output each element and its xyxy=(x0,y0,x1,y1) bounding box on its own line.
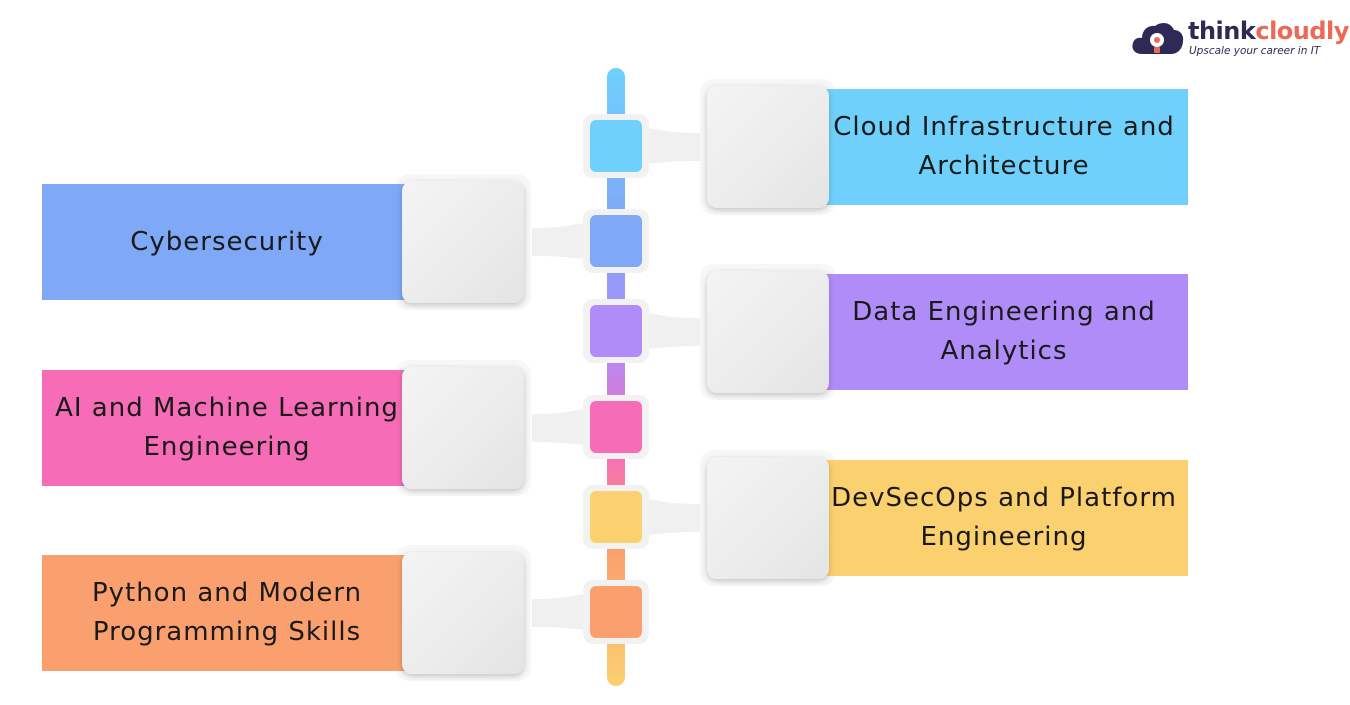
topic-label: DevSecOps and Platform Engineering xyxy=(831,483,1177,552)
brand-logo: thinkcloudly Upscale your career in IT xyxy=(1130,16,1349,60)
timeline-node-5 xyxy=(590,586,642,638)
topic-card-devsecops xyxy=(700,450,836,586)
topic-bar-python: Python and Modern Programming Skills xyxy=(42,555,412,671)
topic-card-cybersecurity xyxy=(395,174,531,310)
brand-tagline: Upscale your career in IT xyxy=(1189,45,1321,57)
timeline-node-3 xyxy=(590,401,642,453)
topic-card-ai xyxy=(395,360,531,496)
topic-card-python xyxy=(395,545,531,681)
topic-label: Cybersecurity xyxy=(130,226,324,257)
topic-bar-cybersecurity: Cybersecurity xyxy=(42,184,412,300)
topic-card-data xyxy=(700,264,836,400)
connector-1 xyxy=(532,223,592,259)
timeline-node-2 xyxy=(590,305,642,357)
connector-2 xyxy=(640,313,700,349)
topic-bar-data: Data Engineering and Analytics xyxy=(820,274,1188,390)
timeline-node-4 xyxy=(590,491,642,543)
connector-4 xyxy=(640,499,700,535)
connector-group xyxy=(532,128,700,630)
connector-5 xyxy=(532,594,592,630)
topic-label: Cloud Infrastructure and Architecture xyxy=(833,112,1175,181)
node-group xyxy=(583,114,649,644)
topic-bar-devsecops: DevSecOps and Platform Engineering xyxy=(820,460,1188,576)
timeline-node-1 xyxy=(590,215,642,267)
topic-bar-cloud: Cloud Infrastructure and Architecture xyxy=(820,89,1188,205)
topic-label: Data Engineering and Analytics xyxy=(852,297,1156,366)
topic-bar-ai: AI and Machine Learning Engineering xyxy=(42,370,412,486)
brand-name: thinkcloudly xyxy=(1188,17,1349,45)
connector-3 xyxy=(532,409,592,445)
timeline-node-0 xyxy=(590,120,642,172)
topic-card-cloud xyxy=(700,79,836,215)
connector-0 xyxy=(640,128,700,164)
topic-label: AI and Machine Learning Engineering xyxy=(55,393,399,462)
topic-label: Python and Modern Programming Skills xyxy=(91,578,363,647)
cloud-lightbulb-icon xyxy=(1132,22,1184,54)
